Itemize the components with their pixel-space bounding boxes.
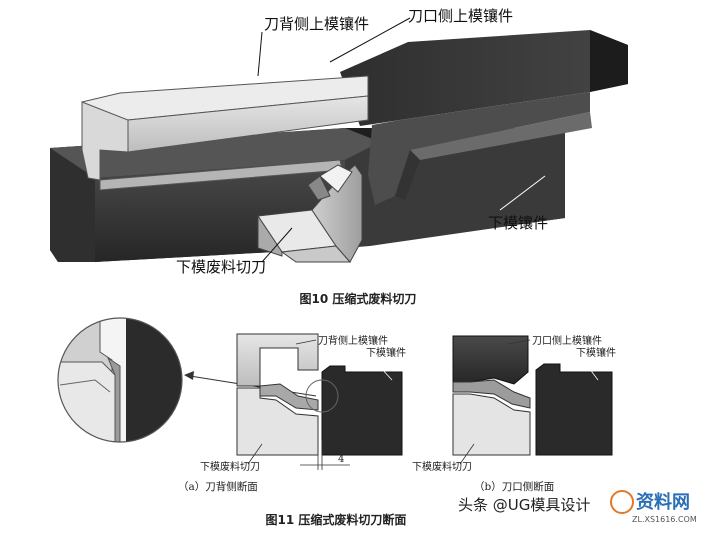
zoom-arrow-head [184, 371, 194, 380]
fig11b-upper-insert [452, 335, 529, 385]
fig11b-caption: （b）刀口侧断面 [474, 480, 554, 493]
fig11a-label-scrap: 下模废料切刀 [200, 460, 260, 473]
leader-a-lower [369, 355, 393, 381]
leader-b-scrap [459, 443, 475, 465]
watermark-url: ZL.XS1616.COM [632, 515, 697, 524]
leader-knife-edge [329, 17, 411, 63]
fig11a-scrap-cutter [236, 387, 319, 456]
leader-lower-insert [499, 175, 546, 211]
fig11b-lower-insert [535, 363, 613, 456]
fig11b-strip [452, 379, 531, 409]
knife-edge-upper-insert [340, 30, 628, 205]
leader-scrap-cutter [261, 227, 293, 263]
fig11a-lower-insert [321, 365, 403, 456]
leader-a-scrap [247, 443, 263, 465]
dim-value: 4 [338, 454, 344, 465]
watermark-site: 资料网 [636, 491, 690, 513]
zoom-detail-circle [57, 317, 183, 443]
watermark: 头条 @UG模具设计 资料网 ZL.XS1616.COM [458, 490, 697, 524]
label-knife-edge-upper: 刀口侧上模镶件 [408, 7, 513, 25]
label-knife-back-upper: 刀背侧上模镶件 [264, 15, 369, 33]
leader-b-lower [579, 355, 599, 381]
label-lower-insert: 下模镶件 [488, 214, 548, 232]
fig11a-section: 4 刀背侧上模镶件 下模镶件 下模废料切刀 （a）刀背侧断面 [57, 317, 406, 493]
watermark-author: 头条 @UG模具设计 [458, 496, 590, 514]
fig11b-label-upper: 刀口侧上模镶件 [532, 334, 602, 347]
leader-b-upper [507, 339, 531, 345]
fig10-caption: 图10 压缩式废料切刀 [300, 291, 417, 306]
knife-back-upper-insert [81, 75, 369, 191]
watermark-logo-icon [610, 490, 634, 514]
fig11a-label-upper: 刀背侧上模镶件 [318, 334, 388, 347]
fig11a-label-lower: 下模镶件 [366, 346, 406, 359]
label-scrap-cutter: 下模废料切刀 [176, 258, 266, 276]
leader-knife-back [257, 31, 263, 77]
fig11b-label-lower: 下模镶件 [576, 346, 616, 359]
fig11b-label-scrap: 下模废料切刀 [412, 460, 472, 473]
leader-a-upper [295, 339, 317, 345]
fig11a-strip [259, 383, 319, 411]
scrap-cutter-block [257, 164, 363, 263]
fig11b-section: 刀口侧上模镶件 下模镶件 下模废料切刀 （b）刀口侧断面 [412, 334, 616, 493]
fig11-caption: 图11 压缩式废料切刀断面 [266, 512, 407, 527]
fig11a-detail-circle [305, 379, 339, 413]
fig10-illustration: 刀背侧上模镶件 刀口侧上模镶件 下模镶件 下模废料切刀 [50, 7, 628, 276]
fig11a-caption: （a）刀背侧断面 [178, 480, 258, 493]
fig11a-upper-insert [236, 333, 319, 387]
